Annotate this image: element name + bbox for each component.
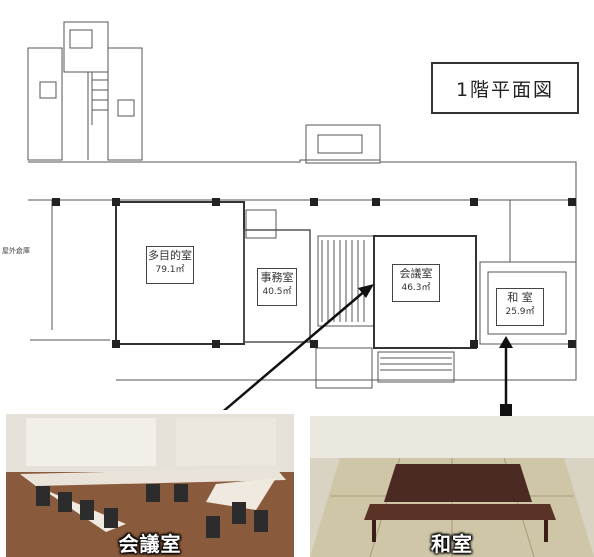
tatami-room-photo-art bbox=[310, 416, 594, 557]
floor-plan-title: 1階平面図 bbox=[431, 62, 579, 114]
room-name: 和 室 bbox=[507, 291, 533, 304]
tatami-room-caption: 和室 bbox=[431, 532, 473, 556]
room-name: 多目的室 bbox=[148, 249, 192, 262]
meeting-room-caption: 会議室 bbox=[118, 532, 182, 556]
room-label-washitsu: 和 室 25.9㎡ bbox=[496, 288, 544, 326]
meeting-room-photo: 会議室 bbox=[6, 414, 294, 557]
floor-plan-drawing bbox=[27, 21, 577, 410]
meeting-room-photo-art bbox=[6, 414, 294, 557]
room-area: 46.3㎡ bbox=[401, 283, 431, 293]
room-area: 40.5㎡ bbox=[262, 287, 292, 297]
room-label-meeting: 会議室 46.3㎡ bbox=[392, 264, 440, 302]
tatami-arrow-endpoint bbox=[500, 404, 512, 416]
room-area: 79.1㎡ bbox=[155, 265, 185, 275]
room-area: 25.9㎡ bbox=[505, 307, 535, 317]
side-label: 屋外倉庫 bbox=[2, 247, 30, 255]
room-name: 事務室 bbox=[260, 271, 294, 284]
tatami-room-photo: 和室 bbox=[310, 416, 594, 557]
room-label-multipurpose: 多目的室 79.1㎡ bbox=[146, 246, 194, 284]
room-name: 会議室 bbox=[399, 267, 433, 280]
room-label-office: 事務室 40.5㎡ bbox=[257, 268, 297, 306]
